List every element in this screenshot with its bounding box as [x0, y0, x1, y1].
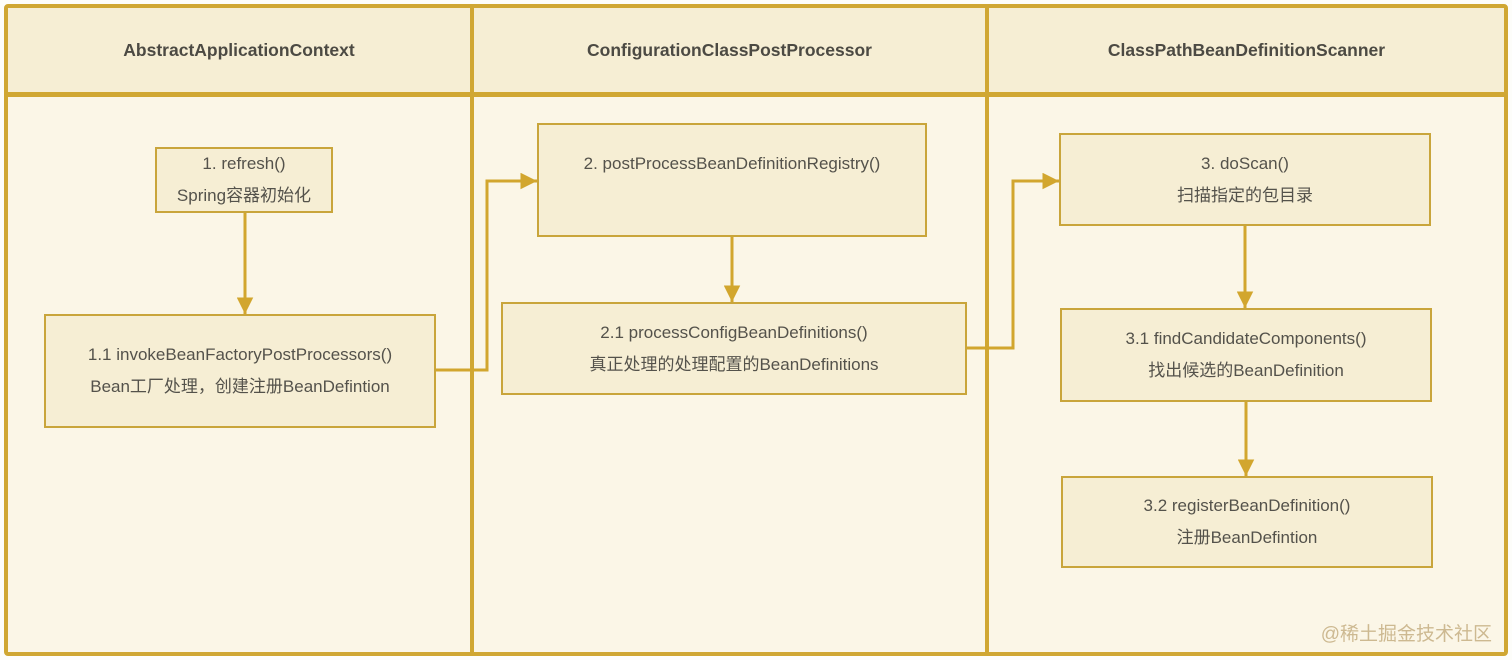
node-invoke-line2: Bean工厂处理，创建注册BeanDefintion: [90, 377, 390, 396]
node-findcandidate-line2: 找出候选的BeanDefinition: [1148, 361, 1344, 380]
lane-divider-1: [470, 8, 474, 652]
arrow-processconfig-to-doscan: [967, 172, 1059, 350]
node-register-line1: 3.2 registerBeanDefinition(): [1143, 496, 1351, 515]
lane-divider-2: [985, 8, 989, 652]
node-processconfig-line2: 真正处理的处理配置的BeanDefinitions: [589, 354, 879, 374]
node-register-line2: 注册BeanDefintion: [1176, 528, 1318, 547]
lane-header-abstract-application-context: AbstractApplicationContext: [123, 39, 355, 60]
node-refresh-line1: 1. refresh(): [202, 154, 286, 173]
lane-header-class-path-bean-definition-scanner: ClassPathBeanDefinitionScanner: [1107, 39, 1386, 60]
node-invoke-line1: 1.1 invokeBeanFactoryPostProcessors(): [87, 345, 393, 364]
diagram-frame: AbstractApplicationContext Configuration…: [4, 4, 1508, 656]
node-process-config-bean-definitions: 2.1 processConfigBeanDefinitions() 真正处理的…: [501, 302, 967, 395]
header-separator-line: [8, 92, 1504, 97]
lane-header-row: [8, 8, 1504, 92]
node-invoke-bean-factory-post-processors: 1.1 invokeBeanFactoryPostProcessors() Be…: [44, 314, 436, 428]
watermark: @稀土掘金技术社区: [1320, 624, 1492, 645]
node-find-candidate-components: 3.1 findCandidateComponents() 找出候选的BeanD…: [1060, 308, 1432, 402]
node-postprocess-line1: 2. postProcessBeanDefinitionRegistry(): [583, 154, 881, 173]
node-refresh: 1. refresh() Spring容器初始化: [155, 147, 333, 213]
node-post-process-bean-definition-registry: 2. postProcessBeanDefinitionRegistry(): [537, 123, 927, 237]
node-refresh-line2: Spring容器初始化: [176, 186, 312, 205]
node-doscan-line2: 扫描指定的包目录: [1177, 185, 1313, 205]
node-doscan-line1: 3. doScan(): [1201, 153, 1289, 173]
node-processconfig-line1: 2.1 processConfigBeanDefinitions(): [600, 322, 868, 342]
node-do-scan: 3. doScan() 扫描指定的包目录: [1059, 133, 1431, 226]
node-register-bean-definition: 3.2 registerBeanDefinition() 注册BeanDefin…: [1061, 476, 1433, 568]
lane-header-configuration-class-post-processor: ConfigurationClassPostProcessor: [587, 39, 872, 60]
node-findcandidate-line1: 3.1 findCandidateComponents(): [1125, 329, 1367, 348]
